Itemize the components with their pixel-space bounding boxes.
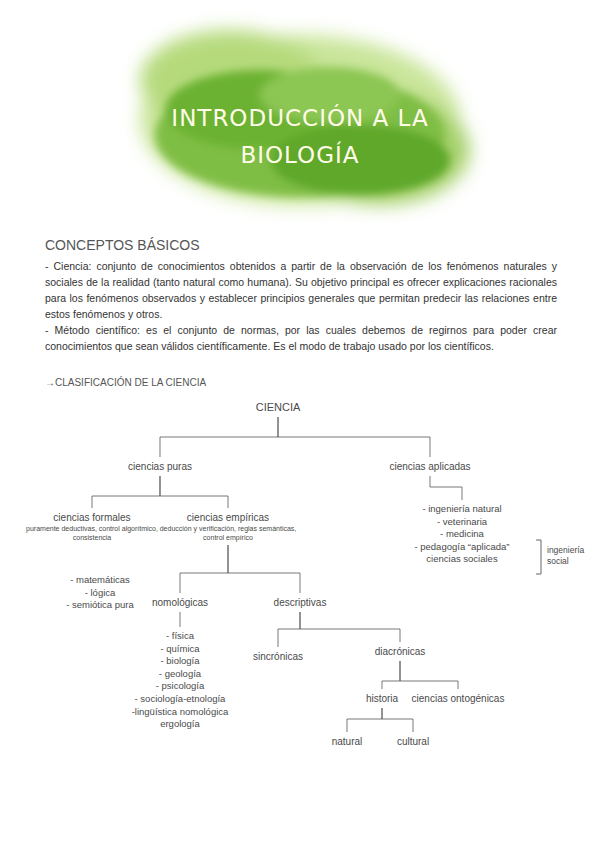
tree-connector — [179, 612, 180, 627]
list-item: -lingüística nomológica — [132, 706, 229, 719]
section-heading: CONCEPTOS BÁSICOS — [45, 236, 557, 254]
list-item: ciencias sociales — [414, 553, 509, 566]
list-item: - medicina — [414, 528, 509, 541]
list-item: - lógica — [66, 587, 134, 600]
tree-node: cultural — [397, 735, 429, 748]
node-label: ciencias aplicadas — [389, 460, 470, 473]
item-list: - física- química- biología- geología- p… — [132, 630, 229, 731]
tree-connector — [382, 708, 413, 732]
tree-connector — [278, 612, 300, 647]
list-item: - física — [132, 630, 229, 643]
tree-connector — [180, 545, 228, 593]
node-label: ciencias formales — [22, 511, 162, 524]
tree-node: ciencias ontogénicas — [412, 692, 505, 705]
list-item: - veterinaria — [414, 516, 509, 529]
list-item: - sociología-etnología — [132, 693, 229, 706]
tree-node: CIENCIA — [256, 401, 301, 414]
tree-node: natural — [332, 735, 363, 748]
definition-paragraph: - Método científico: es el conjunto de n… — [45, 322, 557, 354]
tree-connector — [347, 708, 382, 732]
tree-connector — [160, 476, 228, 508]
list-item: - pedagogía “aplicada” — [414, 541, 509, 554]
list-item: - química — [132, 643, 229, 656]
tree-connector — [382, 661, 400, 689]
node-label: diacrónicas — [375, 645, 426, 658]
bracket — [536, 540, 541, 574]
tree-connector — [278, 417, 430, 457]
page-title: INTRODUCCIÓN A LA BIOLOGÍA — [150, 100, 450, 174]
node-label: ciencias empíricas — [158, 511, 298, 524]
node-label: sincrónicas — [253, 650, 303, 663]
list-item: ergología — [132, 718, 229, 731]
node-label: nomológicas — [152, 596, 208, 609]
node-note: deducción y verificación, reglas semánti… — [158, 524, 298, 542]
bracket-label: ingeniería social — [547, 545, 597, 567]
tree-connector — [92, 476, 160, 508]
list-item: - psicología — [132, 680, 229, 693]
item-list: - ingeniería natural- veterinaria- medic… — [414, 503, 509, 566]
tree-connector — [300, 612, 400, 642]
tree-connector — [430, 476, 462, 500]
tree-connector — [228, 545, 300, 593]
node-label: descriptivas — [274, 596, 327, 609]
tree-node: historia — [366, 692, 398, 705]
node-label: ciencias puras — [128, 460, 192, 473]
tree-connector — [160, 417, 278, 457]
tree-node: diacrónicas — [375, 645, 426, 658]
list-item: - geología — [132, 668, 229, 681]
node-label: cultural — [397, 735, 429, 748]
node-label: historia — [366, 692, 398, 705]
node-label: CIENCIA — [256, 401, 301, 414]
tree-node: descriptivas — [274, 596, 327, 609]
subsection-heading: →CLASIFICACIÓN DE LA CIENCIA — [45, 376, 345, 389]
list-item: - semiótica pura — [66, 599, 134, 612]
definition-paragraph: - Ciencia: conjunto de conocimientos obt… — [45, 258, 557, 322]
tree-node: nomológicas — [152, 596, 208, 609]
list-item: - matemáticas — [66, 574, 134, 587]
tree-node: ciencias empíricasdeducción y verificaci… — [158, 511, 298, 542]
item-list: - matemáticas- lógica- semiótica pura — [66, 574, 134, 612]
list-item: - ingeniería natural — [414, 503, 509, 516]
node-note: puramente deductivas, control algorítmic… — [22, 524, 162, 542]
tree-node: ciencias formalespuramente deductivas, c… — [22, 511, 162, 542]
node-label: ciencias ontogénicas — [412, 692, 505, 705]
list-item: - biología — [132, 655, 229, 668]
node-label: natural — [332, 735, 363, 748]
tree-connector — [400, 661, 458, 689]
tree-node: ciencias aplicadas — [389, 460, 470, 473]
tree-node: sincrónicas — [253, 650, 303, 663]
tree-node: ciencias puras — [128, 460, 192, 473]
